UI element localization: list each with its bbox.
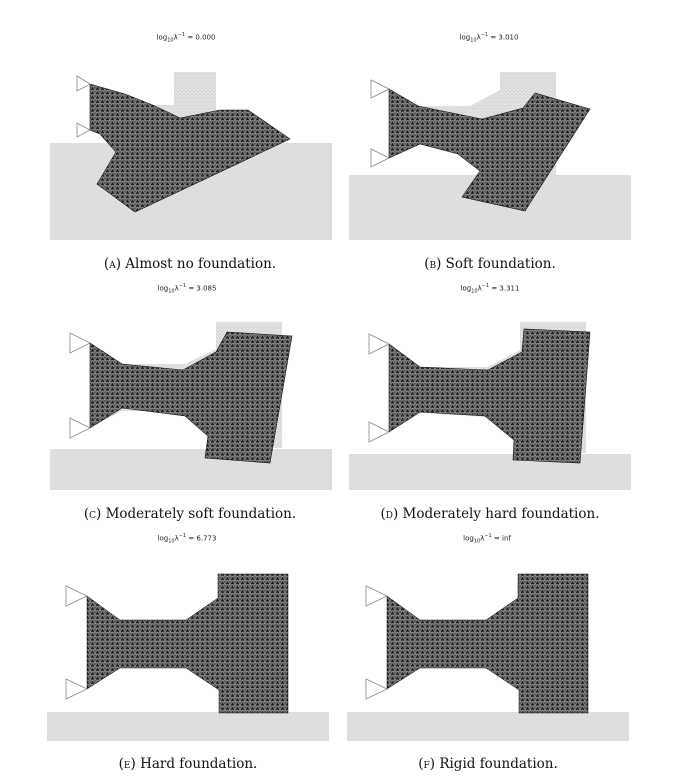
caption-text: Moderately soft foundation. (101, 506, 297, 522)
exponent: −1 (481, 283, 490, 289)
support-triangle-top-icon (370, 79, 390, 99)
deformed-mesh (86, 573, 289, 714)
lambda-symbol: λ (476, 33, 481, 42)
deformed-mesh (386, 573, 589, 714)
log-base: 10 (473, 538, 481, 545)
lambda-symbol: λ (173, 33, 178, 42)
support-triangle-top-icon (365, 585, 388, 607)
exponent: −1 (484, 533, 492, 539)
caption-b: (b) Soft foundation. (424, 256, 556, 272)
lambda-value: = inf (491, 534, 511, 543)
log-text: log (157, 534, 169, 543)
caption-e: (e) Hard foundation. (119, 756, 258, 772)
lambda-value: = 3.311 (489, 284, 520, 293)
caption-text: Moderately hard foundation. (398, 506, 600, 522)
plot-title-c: log10λ−1 = 3.085 (158, 283, 217, 295)
mesh-plot-a (50, 72, 332, 240)
support-triangle-bottom-icon (69, 417, 91, 439)
caption-text: Hard foundation. (135, 756, 258, 772)
log-base: 10 (168, 288, 175, 295)
plot-title-a: log10λ−1 = 0.000 (157, 32, 216, 44)
deformed-mesh (388, 88, 591, 212)
support-triangle-top-icon (65, 585, 88, 607)
caption-label: (b) (424, 256, 442, 272)
caption-f: (f) Rigid foundation. (418, 756, 558, 772)
foundation-block (349, 454, 631, 490)
mesh-plot-d (349, 322, 631, 490)
caption-text: Rigid foundation. (435, 756, 558, 772)
caption-d: (d) Moderately hard foundation. (381, 506, 600, 522)
caption-label: (d) (380, 506, 399, 522)
foundation-block (50, 449, 332, 490)
exponent: −1 (480, 32, 489, 38)
caption-label: (f) (418, 756, 436, 772)
caption-label: (e) (118, 756, 136, 772)
log-text: log (156, 33, 168, 42)
log-text: log (157, 284, 169, 293)
support-triangle-bottom-icon (365, 678, 388, 700)
caption-text: Soft foundation. (441, 256, 556, 272)
lambda-symbol: λ (477, 284, 482, 293)
lambda-symbol: λ (480, 534, 485, 543)
exponent: −1 (177, 32, 186, 38)
plot-title-d: log10λ−1 = 3.311 (461, 283, 520, 295)
support-triangle-bottom-icon (370, 148, 390, 168)
lambda-value: = 6.773 (186, 534, 217, 543)
lambda-symbol: λ (174, 284, 179, 293)
plot-title-e: log10λ−1 = 6.773 (158, 533, 217, 545)
caption-c: (c) Moderately soft foundation. (84, 506, 296, 522)
support-triangle-bottom-icon (76, 122, 91, 138)
mesh-plot-c (50, 322, 332, 490)
foundation-block (47, 712, 329, 741)
deformed-mesh (388, 328, 591, 464)
caption-label: (a) (103, 256, 121, 272)
log-base: 10 (470, 37, 477, 44)
lambda-symbol: λ (174, 534, 179, 543)
lambda-value: = 3.085 (186, 284, 217, 293)
foundation-block (347, 712, 629, 741)
log-text: log (459, 33, 471, 42)
log-text: log (460, 284, 472, 293)
plot-title-f: log10λ−1 = inf (463, 533, 511, 545)
lambda-value: = 0.000 (185, 33, 216, 42)
support-triangle-top-icon (76, 75, 91, 92)
support-triangle-bottom-icon (368, 421, 390, 443)
support-triangle-top-icon (69, 332, 91, 354)
log-base: 10 (167, 37, 174, 44)
log-base: 10 (168, 538, 175, 545)
plot-title-b: log10λ−1 = 3.010 (460, 32, 519, 44)
mesh-plot-e (47, 573, 329, 741)
support-triangle-bottom-icon (65, 678, 88, 700)
caption-a: (a) Almost no foundation. (104, 256, 276, 272)
deformed-mesh (89, 331, 293, 464)
log-base: 10 (471, 288, 478, 295)
log-text: log (463, 534, 474, 543)
deformed-mesh (89, 83, 291, 213)
mesh-plot-b (349, 72, 631, 240)
support-triangle-top-icon (368, 333, 390, 355)
caption-label: (c) (83, 506, 102, 522)
caption-text: Almost no foundation. (120, 256, 277, 272)
exponent: −1 (178, 283, 187, 289)
lambda-value: = 3.010 (488, 33, 519, 42)
exponent: −1 (178, 533, 187, 539)
mesh-plot-f (347, 573, 629, 741)
